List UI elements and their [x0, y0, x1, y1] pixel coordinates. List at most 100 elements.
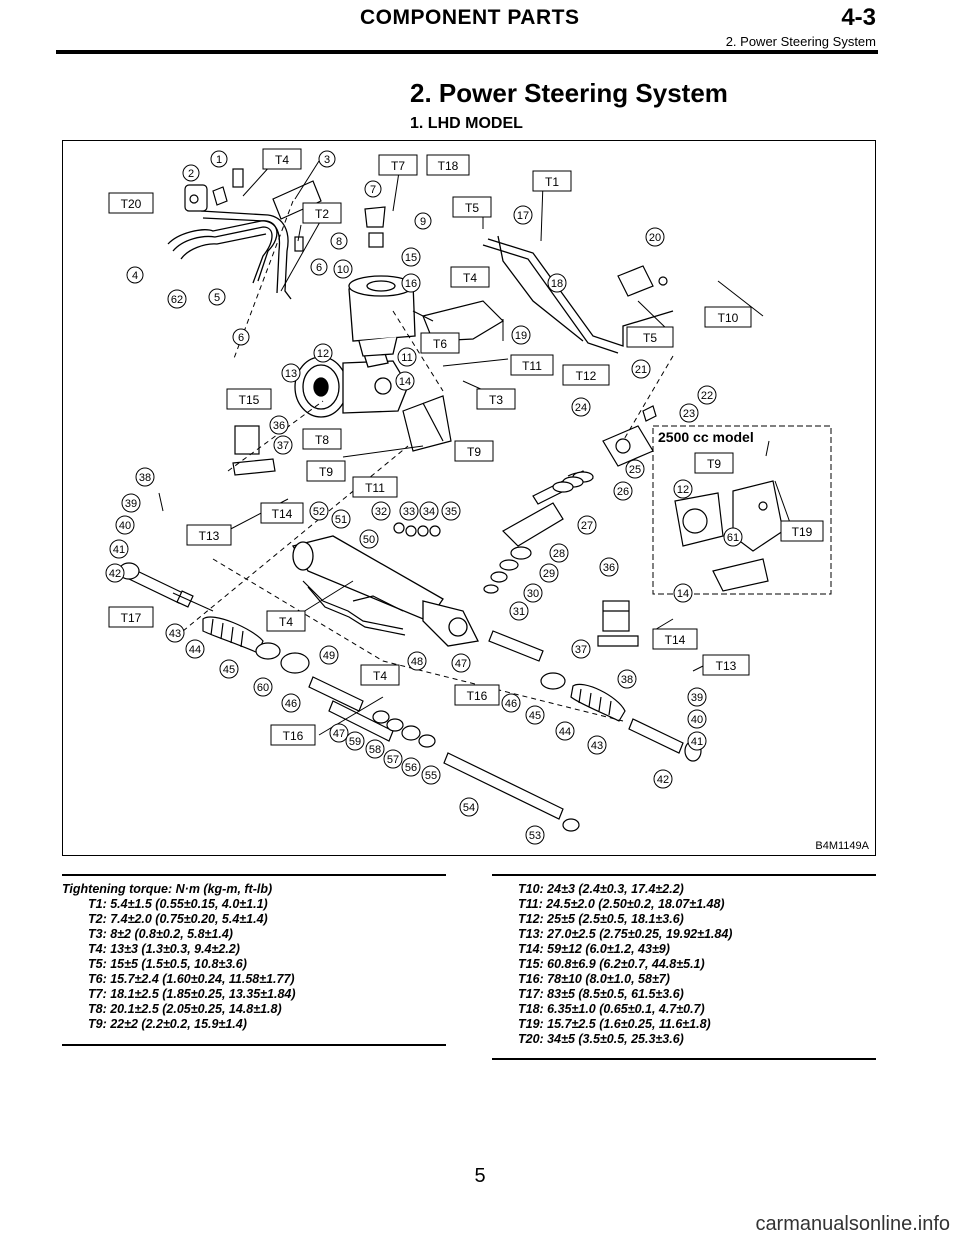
svg-text:T16: T16 — [467, 689, 488, 703]
tag-t3: T3 — [476, 388, 516, 410]
svg-text:38: 38 — [139, 472, 151, 484]
torque-item: T5: 15±5 (1.5±0.5, 10.8±3.6) — [88, 957, 247, 971]
svg-text:T15: T15 — [239, 393, 260, 407]
svg-text:24: 24 — [575, 402, 587, 414]
part-callouts: 1 2 3 4 5 6 6 7 8 9 10 11 12 12 13 14 14… — [105, 150, 743, 845]
svg-text:T17: T17 — [121, 611, 142, 625]
callout-60: 60 — [253, 677, 273, 697]
svg-text:38: 38 — [621, 674, 633, 686]
svg-text:T4: T4 — [275, 153, 289, 167]
right-clamp — [597, 600, 639, 647]
svg-text:T1: T1 — [545, 175, 559, 189]
svg-text:35: 35 — [445, 506, 457, 518]
svg-text:40: 40 — [691, 714, 703, 726]
torque-item: T18: 6.35±1.0 (0.65±0.1, 4.7±0.7) — [518, 1002, 705, 1016]
svg-text:T14: T14 — [665, 633, 686, 647]
svg-text:T12: T12 — [576, 369, 597, 383]
callout-22: 22 — [697, 385, 717, 405]
tag-t19: T19 — [780, 520, 824, 542]
pump-bracket — [402, 395, 452, 452]
callout-33: 33 — [399, 501, 419, 521]
callout-37b: 37 — [571, 639, 591, 659]
callout-27: 27 — [577, 515, 597, 535]
gearbox-pipes — [302, 580, 406, 636]
svg-text:15: 15 — [405, 252, 417, 264]
callout-15: 15 — [401, 247, 421, 267]
left-clamp — [232, 425, 276, 476]
callout-46b: 46 — [501, 693, 521, 713]
svg-text:T4: T4 — [373, 669, 387, 683]
svg-text:12: 12 — [677, 484, 689, 496]
svg-text:41: 41 — [691, 736, 703, 748]
svg-text:8: 8 — [336, 236, 342, 248]
callout-50: 50 — [359, 529, 379, 549]
svg-text:46: 46 — [285, 698, 297, 710]
svg-text:5: 5 — [214, 292, 220, 304]
torque-item: T9: 22±2 (2.2±0.2, 15.9±1.4) — [88, 1017, 247, 1031]
svg-text:43: 43 — [169, 628, 181, 640]
svg-text:37: 37 — [277, 440, 289, 452]
svg-text:T5: T5 — [465, 201, 479, 215]
svg-text:12: 12 — [317, 348, 329, 360]
svg-text:T6: T6 — [433, 337, 447, 351]
callout-17: 17 — [513, 205, 533, 225]
right-tie-rod — [488, 630, 702, 762]
callout-19: 19 — [511, 325, 531, 345]
svg-text:20: 20 — [649, 232, 661, 244]
svg-text:16: 16 — [405, 278, 417, 290]
torque-item: T14: 59±12 (6.0±1.2, 43±9) — [518, 942, 670, 956]
oil-pump — [294, 346, 409, 418]
svg-text:9: 9 — [420, 216, 426, 228]
hose-fitting — [617, 265, 668, 297]
svg-text:T8: T8 — [315, 433, 329, 447]
svg-text:51: 51 — [335, 514, 347, 526]
svg-text:56: 56 — [405, 762, 417, 774]
svg-text:T13: T13 — [716, 659, 737, 673]
torque-item: T11: 24.5±2.0 (2.50±0.2, 18.07±1.48) — [518, 897, 725, 911]
callout-56: 56 — [401, 757, 421, 777]
callout-18: 18 — [547, 273, 567, 293]
callout-43a: 43 — [165, 623, 185, 643]
torque-item: T20: 34±5 (3.5±0.5, 25.3±3.6) — [518, 1032, 684, 1046]
svg-text:T4: T4 — [279, 615, 293, 629]
callout-51: 51 — [331, 509, 351, 529]
callout-44b: 44 — [555, 721, 575, 741]
callout-39a: 39 — [121, 493, 141, 513]
torque-table-right: T10: 24±3 (2.4±0.3, 17.4±2.2) T11: 24.5±… — [492, 874, 876, 1060]
subheading: 1. LHD MODEL — [410, 115, 523, 132]
tag-t12: T12 — [562, 364, 610, 386]
callout-38b: 38 — [617, 669, 637, 689]
svg-text:3: 3 — [324, 154, 330, 166]
inset-box — [652, 425, 832, 595]
svg-text:2: 2 — [188, 168, 194, 180]
svg-text:39: 39 — [691, 692, 703, 704]
tag-t16-right: T16 — [454, 684, 500, 706]
svg-text:T9: T9 — [467, 445, 481, 459]
callout-45b: 45 — [525, 705, 545, 725]
inset-label: 2500 cc model — [658, 429, 754, 445]
callout-59: 59 — [345, 731, 365, 751]
callout-58: 58 — [365, 739, 385, 759]
callout-32: 32 — [371, 501, 391, 521]
tag-t5-top: T5 — [452, 196, 492, 218]
svg-text:T5: T5 — [643, 331, 657, 345]
torque-item: T8: 20.1±2.5 (2.05±0.25, 14.8±1.8) — [88, 1002, 282, 1016]
callout-31: 31 — [509, 601, 529, 621]
svg-text:27: 27 — [581, 520, 593, 532]
svg-text:44: 44 — [189, 644, 201, 656]
callout-46a: 46 — [281, 693, 301, 713]
svg-text:42: 42 — [109, 568, 121, 580]
svg-text:42: 42 — [657, 774, 669, 786]
svg-text:49: 49 — [323, 650, 335, 662]
svg-text:4: 4 — [132, 270, 138, 282]
callout-20: 20 — [645, 227, 665, 247]
torque-heading: Tightening torque: N·m (kg-m, ft-lb) — [62, 882, 273, 896]
tank-cap — [364, 206, 386, 248]
tag-t4-mid: T4 — [450, 266, 490, 288]
svg-text:21: 21 — [635, 364, 647, 376]
callout-14-inset: 14 — [673, 583, 693, 603]
callout-35: 35 — [441, 501, 461, 521]
callout-52: 52 — [309, 501, 329, 521]
callout-40a: 40 — [115, 515, 135, 535]
torque-item: T3: 8±2 (0.8±0.2, 5.8±1.4) — [88, 927, 233, 941]
